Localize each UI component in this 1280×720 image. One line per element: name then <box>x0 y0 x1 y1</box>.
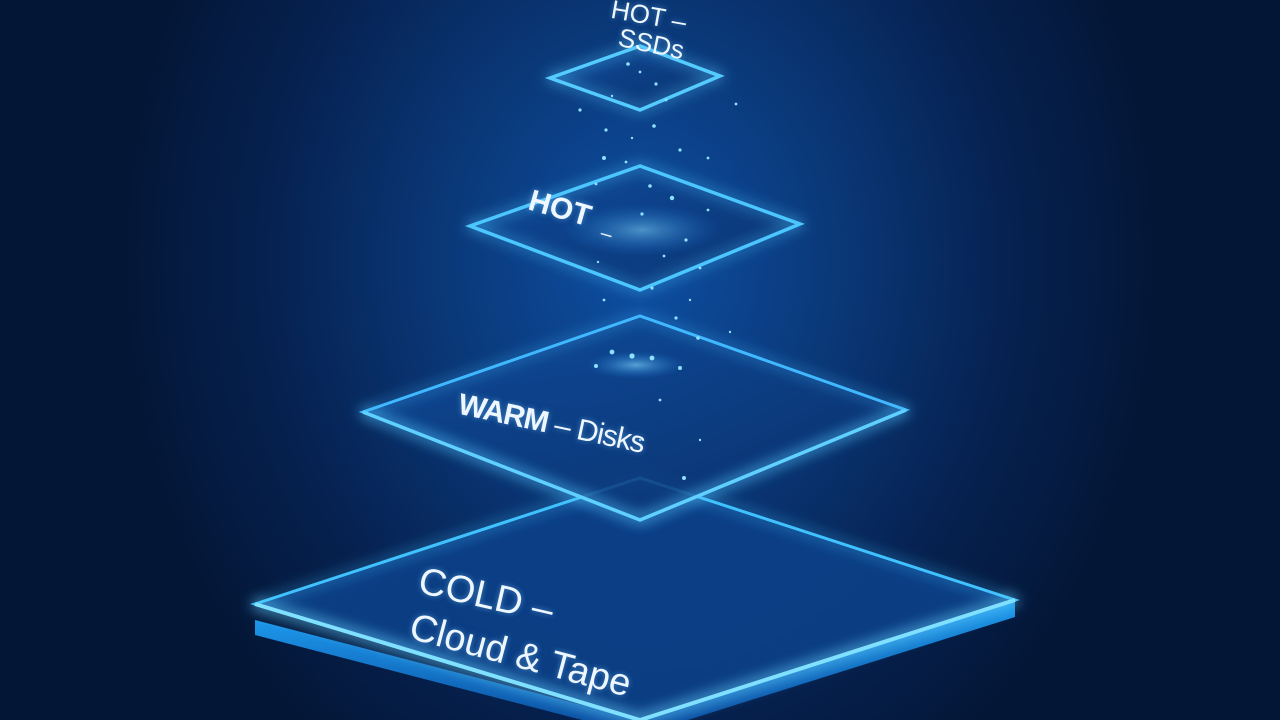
tier-cold-platform <box>249 476 1020 720</box>
tier-top-platform <box>544 44 725 112</box>
tier-warm-platform <box>358 314 911 522</box>
tier-hot-platform <box>464 164 805 292</box>
data-particles <box>578 62 738 480</box>
